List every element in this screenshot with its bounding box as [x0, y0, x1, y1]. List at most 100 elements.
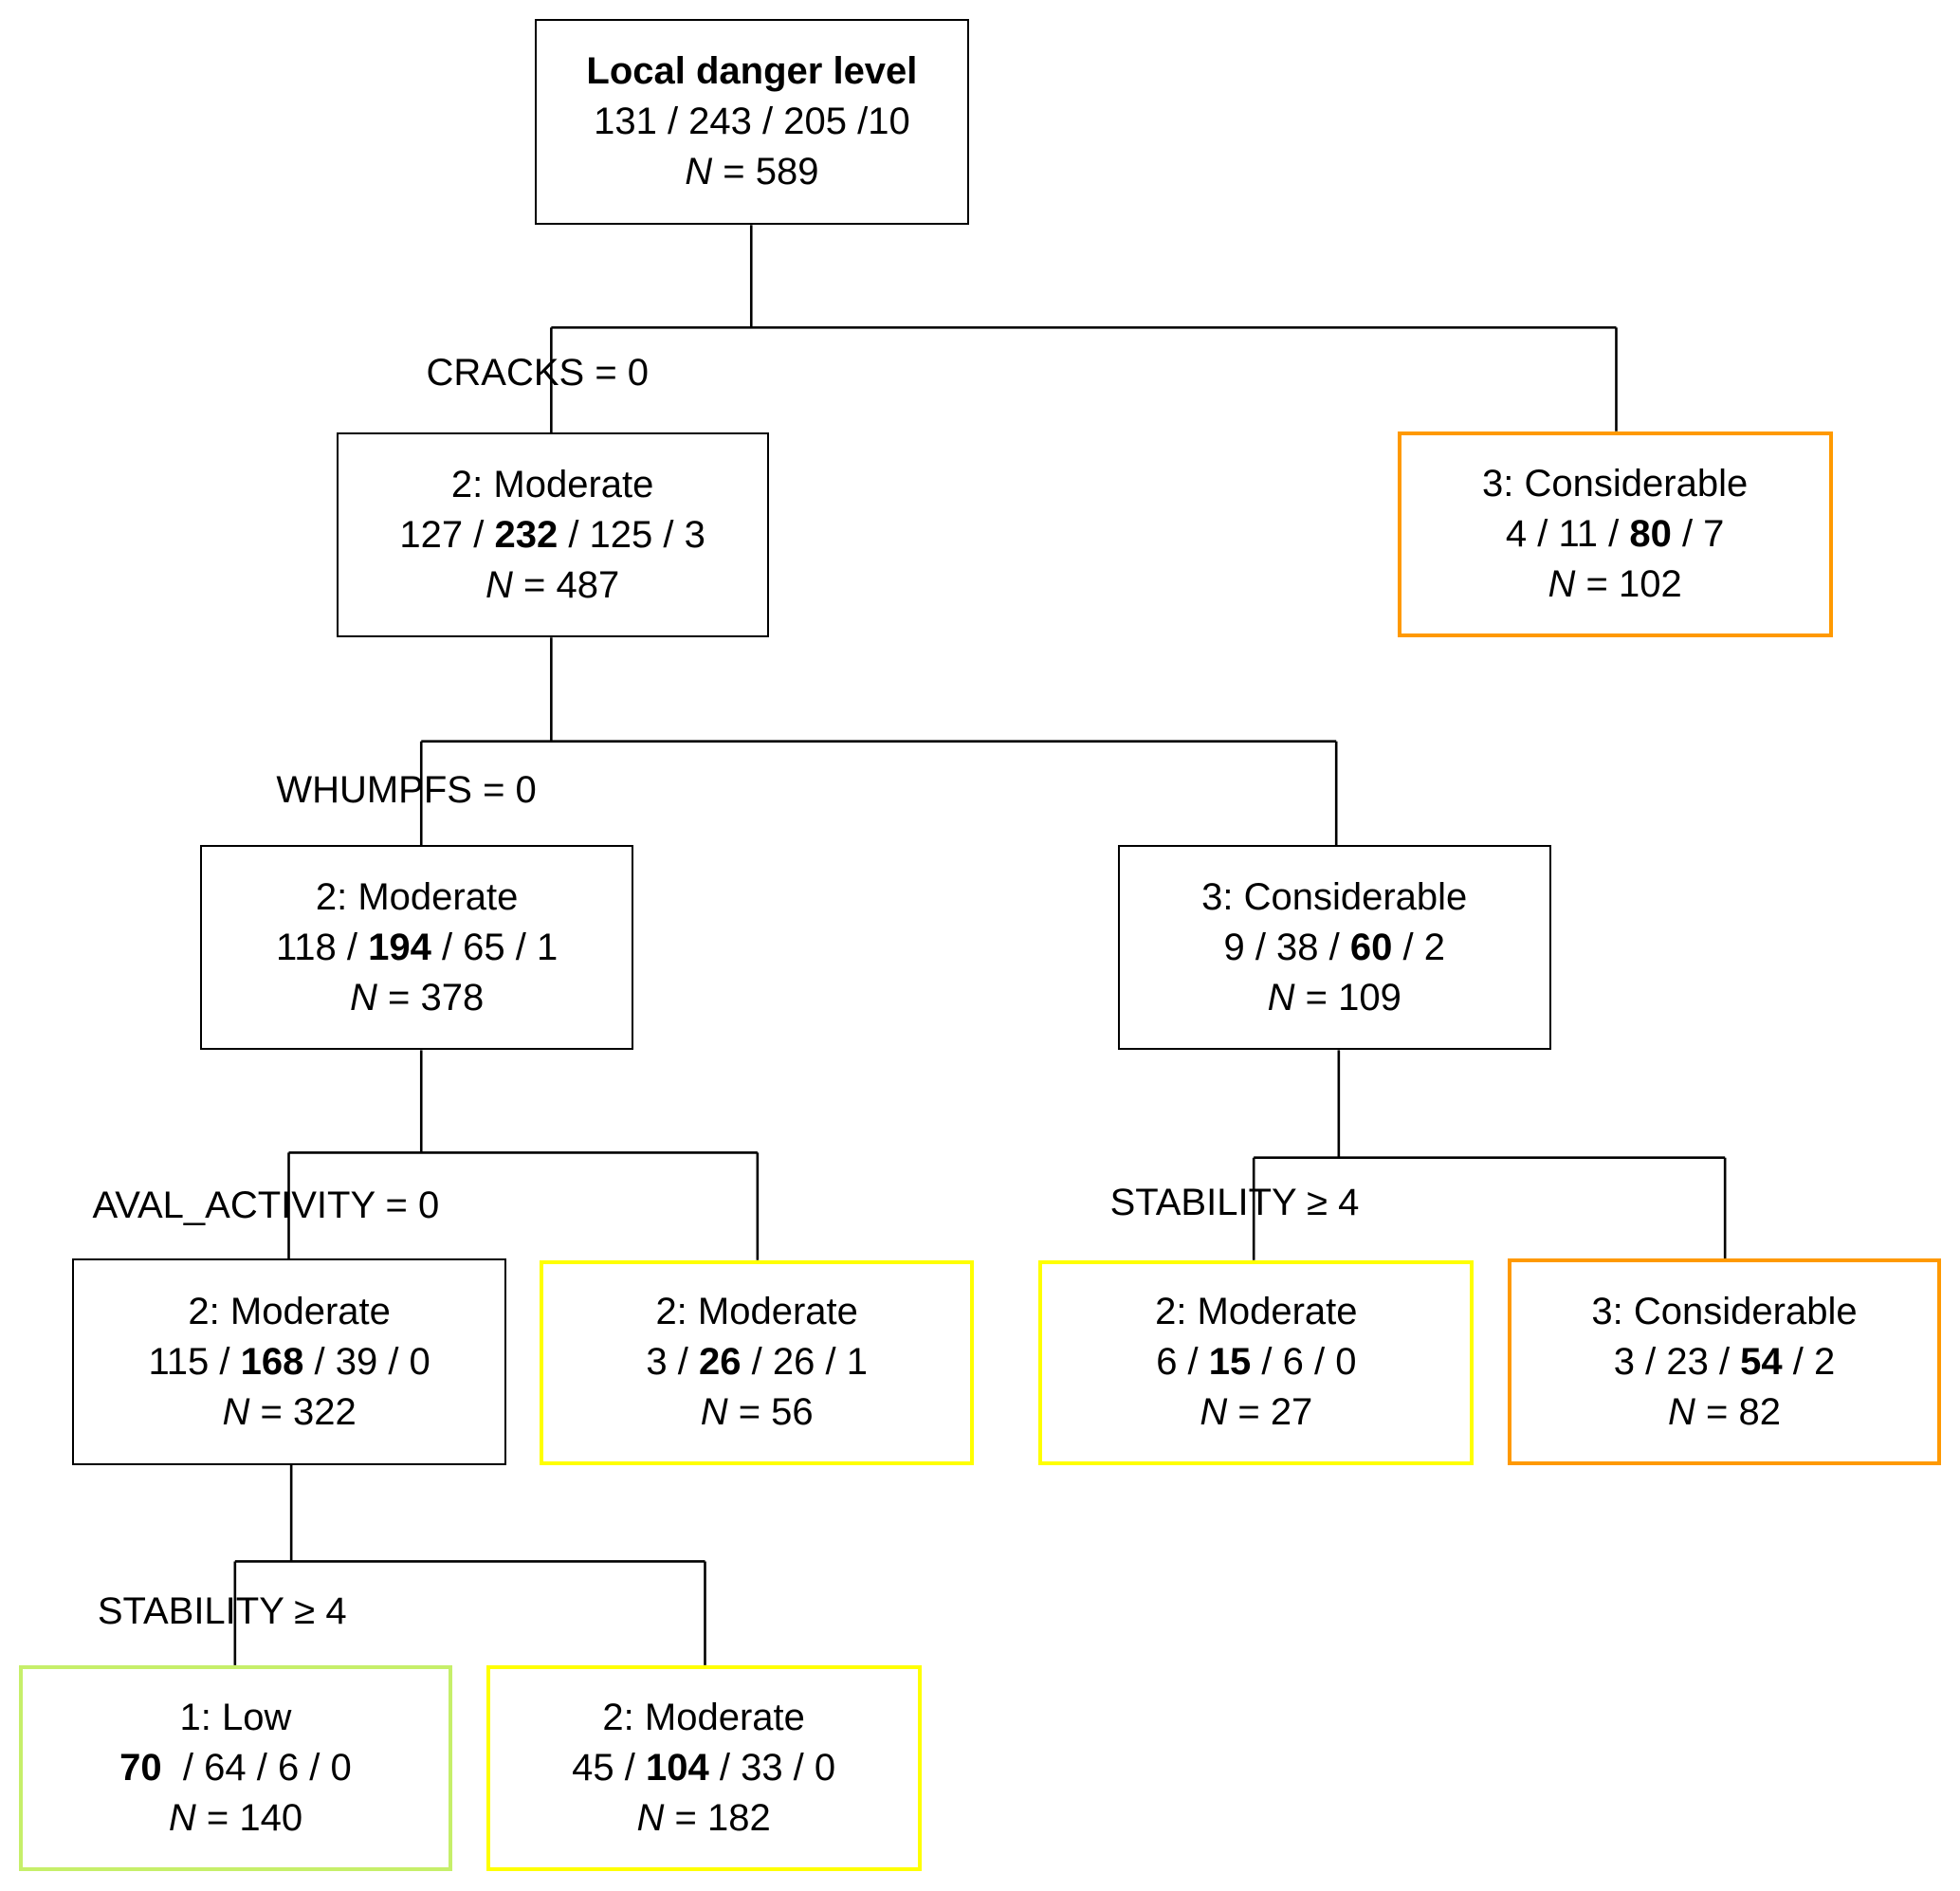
count-text: / 125 / 3 — [558, 513, 705, 556]
split-condition-s2: WHUMPFS = 0 — [276, 769, 537, 812]
majority-count: 54 — [1740, 1340, 1783, 1383]
node-sample-size: N = 27 — [1200, 1387, 1312, 1438]
count-text: / 65 / 1 — [430, 926, 559, 968]
count-text: 9 / 38 / — [1223, 926, 1350, 968]
n-symbol: N — [168, 1797, 196, 1840]
n-separator: = — [1694, 1390, 1739, 1433]
node-title: 1: Low — [179, 1697, 292, 1739]
n-symbol: N — [485, 563, 513, 606]
n-symbol: N — [1668, 1390, 1695, 1433]
majority-count: 26 — [699, 1341, 742, 1384]
n-symbol: N — [1200, 1391, 1228, 1434]
node-class-counts: 127 / 232 / 125 / 3 — [399, 510, 705, 560]
node-title: Local danger level — [586, 50, 918, 93]
node-sample-size: N = 102 — [1548, 560, 1682, 610]
count-text: 118 / — [275, 926, 369, 968]
node-class-counts: 115 / 168 / 39 / 0 — [149, 1337, 430, 1387]
node-title: 2: Moderate — [450, 463, 654, 505]
node-sample-size: N = 56 — [701, 1387, 814, 1438]
node-title: 2: Moderate — [1155, 1291, 1358, 1333]
node-class-counts: 70 / 64 / 6 / 0 — [119, 1743, 352, 1793]
count-text: 6 / — [1156, 1341, 1209, 1384]
n-separator: = — [727, 1391, 772, 1434]
n-symbol: N — [636, 1797, 665, 1840]
node-sample-size: N = 109 — [1268, 973, 1401, 1023]
n-symbol: N — [685, 151, 713, 193]
node-title: 3: Considerable — [1591, 1290, 1858, 1332]
n-symbol: N — [350, 976, 377, 1019]
majority-count: 232 — [494, 513, 559, 556]
majority-count: 70 — [119, 1747, 162, 1790]
split-condition-s3: AVAL_ACTIVITY = 0 — [92, 1184, 440, 1227]
count-text: 3 / 23 / — [1613, 1340, 1741, 1383]
split-condition-s1: CRACKS = 0 — [426, 352, 650, 395]
n-value: 102 — [1619, 563, 1682, 606]
node-title: 2: Moderate — [188, 1290, 391, 1332]
count-text: / 26 / 1 — [741, 1341, 868, 1384]
node-class-counts: 118 / 194 / 65 / 1 — [276, 923, 558, 973]
node-class-counts: 45 / 104 / 33 / 0 — [572, 1743, 835, 1793]
node-class-counts: 131 / 243 / 205 /10 — [594, 97, 910, 147]
majority-count: 60 — [1349, 926, 1393, 968]
n-separator: = — [1227, 1391, 1271, 1434]
n-value: 322 — [293, 1390, 357, 1433]
node-title: 2: Moderate — [315, 875, 519, 918]
node-title: 2: Moderate — [602, 1697, 805, 1739]
count-text: / 33 / 0 — [708, 1747, 836, 1790]
split-condition-s4: STABILITY ≥ 4 — [1109, 1182, 1360, 1224]
node-class-counts: 3 / 23 / 54 / 2 — [1614, 1337, 1836, 1387]
n-value: 109 — [1338, 976, 1401, 1019]
count-text: 3 / — [646, 1341, 700, 1384]
n-separator: = — [376, 976, 421, 1019]
count-text: 115 / — [148, 1340, 241, 1383]
majority-count: 15 — [1208, 1341, 1252, 1384]
majority-count: 80 — [1629, 513, 1672, 556]
n-separator: = — [512, 563, 557, 606]
count-text: / 6 / 0 — [1251, 1341, 1357, 1384]
n-separator: = — [1575, 563, 1620, 606]
node-title: 2: Moderate — [655, 1291, 858, 1333]
node-sample-size: N = 589 — [685, 147, 818, 197]
node-sample-size: N = 82 — [1668, 1387, 1781, 1438]
node-sample-size: N = 378 — [350, 973, 484, 1023]
n-separator: = — [195, 1797, 240, 1840]
count-text: 127 / — [399, 513, 495, 556]
node-sample-size: N = 182 — [637, 1793, 771, 1844]
n-value: 140 — [239, 1797, 303, 1840]
node-sample-size: N = 140 — [169, 1793, 302, 1844]
count-text: 45 / — [572, 1747, 646, 1790]
majority-count: 104 — [645, 1747, 709, 1790]
n-value: 378 — [420, 976, 485, 1019]
node-title: 3: Considerable — [1482, 463, 1749, 505]
count-text: / 64 / 6 / 0 — [161, 1747, 352, 1790]
count-text: / 2 — [1782, 1340, 1836, 1383]
node-sample-size: N = 322 — [223, 1387, 357, 1438]
count-text: / 39 / 0 — [303, 1340, 430, 1383]
node-class-counts: 3 / 26 / 26 / 1 — [646, 1337, 868, 1387]
count-text: / 7 — [1671, 513, 1725, 556]
split-condition-s5: STABILITY ≥ 4 — [97, 1590, 347, 1633]
n-separator: = — [664, 1797, 708, 1840]
n-value: 487 — [556, 563, 620, 606]
n-symbol: N — [222, 1390, 250, 1433]
node-class-counts: 4 / 11 / 80 / 7 — [1506, 509, 1725, 560]
node-sample-size: N = 487 — [485, 560, 619, 611]
count-text: 131 / 243 / 205 /10 — [594, 101, 910, 143]
n-value: 589 — [755, 151, 819, 193]
n-symbol: N — [1548, 563, 1576, 606]
n-value: 182 — [707, 1797, 771, 1840]
node-class-counts: 9 / 38 / 60 / 2 — [1223, 923, 1445, 973]
majority-count: 168 — [240, 1340, 304, 1383]
n-value: 27 — [1270, 1391, 1313, 1434]
